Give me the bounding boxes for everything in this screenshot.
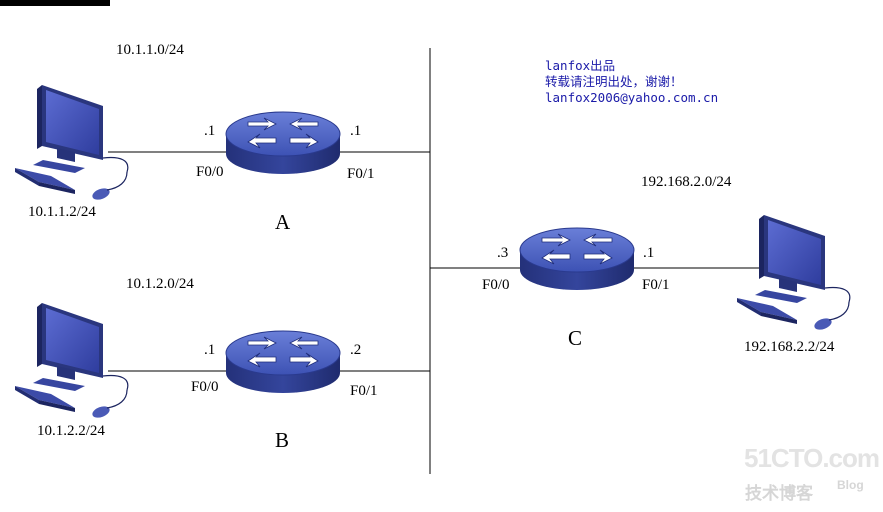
router-b-left-port: F0/0 (191, 379, 219, 395)
router-a-right-ip: .1 (350, 123, 362, 139)
router-a-name: A (275, 210, 291, 234)
host-label-a: 10.1.1.2/24 (28, 204, 96, 220)
router-b-right-ip: .2 (350, 342, 362, 358)
router-c-right-ip: .1 (643, 245, 655, 261)
cropped-heading (0, 0, 110, 6)
router-c-name: C (568, 326, 583, 350)
router-c-badge: ROUTER (556, 292, 599, 303)
router-b-right-port: F0/1 (350, 383, 378, 399)
router-b-badge: ROUTER (262, 395, 305, 406)
credit-line-2: 转载请注明出处，谢谢！ (545, 74, 683, 89)
router-c-icon (519, 227, 635, 291)
credit-line-3: lanfox2006@yahoo.com.cn (545, 90, 719, 105)
author-credit: lanfox出品 转载请注明出处，谢谢！ lanfox2006@yahoo.co… (545, 58, 718, 106)
credit-line-1: lanfox出品 (545, 58, 616, 73)
network-label-a: 10.1.1.0/24 (116, 42, 184, 58)
router-b-left-ip: .1 (204, 342, 216, 358)
pc-b-icon (14, 302, 129, 421)
host-label-b: 10.1.2.2/24 (37, 423, 105, 439)
watermark-blog: Blog (837, 478, 864, 492)
host-label-c: 192.168.2.2/24 (744, 339, 835, 355)
router-a-left-ip: .1 (204, 123, 216, 139)
router-b-icon (225, 330, 341, 394)
router-c-left-ip: .3 (497, 245, 509, 261)
site-watermark: 51CTO.com 技术博客 Blog (744, 443, 880, 504)
watermark-brand: 51CTO.com (744, 443, 880, 473)
router-b-name: B (275, 428, 290, 452)
pc-a-icon (14, 84, 129, 203)
router-a-left-port: F0/0 (196, 164, 224, 180)
router-c-left-port: F0/0 (482, 277, 510, 293)
network-label-b: 10.1.2.0/24 (126, 276, 194, 292)
router-c-right-port: F0/1 (642, 277, 670, 293)
router-a-icon (225, 111, 341, 175)
watermark-subtitle: 技术博客 (745, 484, 813, 504)
router-a-right-port: F0/1 (347, 166, 375, 182)
router-a-badge: ROUTER (262, 176, 305, 187)
network-label-c: 192.168.2.0/24 (641, 174, 732, 190)
pc-c-icon (736, 214, 851, 333)
